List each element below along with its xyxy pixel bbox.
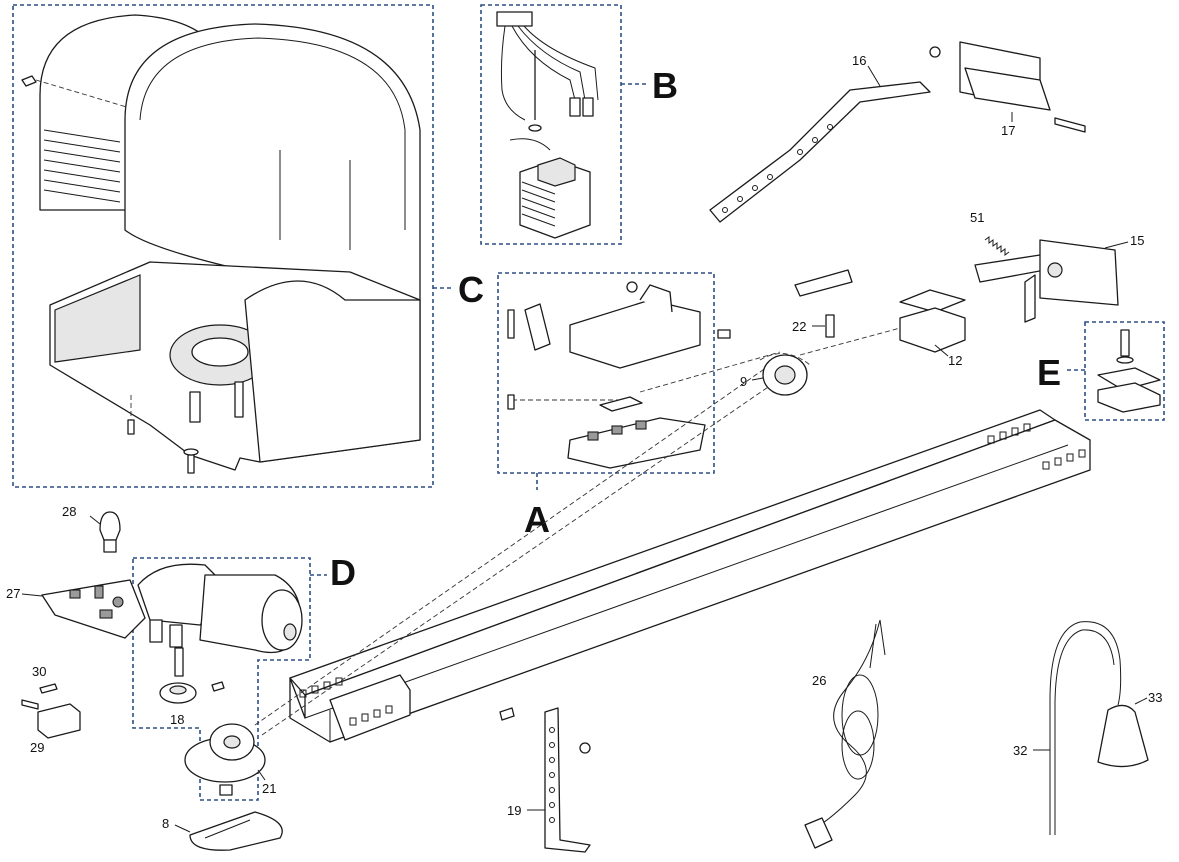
group-e-label: E xyxy=(1037,352,1061,393)
label-51: 51 xyxy=(970,210,984,225)
rail xyxy=(254,319,1091,743)
carriage-upper xyxy=(569,299,701,369)
idler-bracket-12: 12 xyxy=(794,269,966,368)
label-8: 8 xyxy=(162,816,169,831)
group-e-box xyxy=(1084,321,1165,421)
label-32: 32 xyxy=(1013,743,1027,758)
group-a-carriage: A xyxy=(497,272,731,540)
release-latch xyxy=(524,303,551,351)
label-26: 26 xyxy=(812,673,826,688)
control-board-27: 27 xyxy=(6,579,146,639)
group-d-box xyxy=(132,557,311,801)
terminal-block-29: 29 xyxy=(21,699,81,755)
group-d-motor: D xyxy=(132,552,356,801)
label-16: 16 xyxy=(852,53,866,68)
clamp-plate xyxy=(1097,367,1161,391)
hanging-bracket-19: 19 xyxy=(499,707,591,853)
release-cord-32: 32 xyxy=(1013,621,1122,835)
main-dome-cover xyxy=(124,23,421,301)
spring-51: 51 xyxy=(970,210,1010,256)
label-9: 9 xyxy=(740,374,747,389)
wire-connector xyxy=(496,11,533,27)
label-29: 29 xyxy=(30,740,44,755)
group-c-cover-chassis: C xyxy=(12,4,484,488)
label-30: 30 xyxy=(32,664,46,679)
rail-body xyxy=(289,419,1091,743)
group-b-label: B xyxy=(652,65,678,106)
carriage-lower xyxy=(567,417,706,469)
label-17: 17 xyxy=(1001,123,1015,138)
rail-slots xyxy=(299,423,1086,726)
grille-slats xyxy=(43,129,121,203)
chassis-post xyxy=(189,391,201,423)
header-bracket-15: 15 xyxy=(974,233,1144,323)
cover-screw xyxy=(21,75,37,87)
group-b-box xyxy=(480,4,622,245)
label-21: 21 xyxy=(262,781,276,796)
chassis-side-box xyxy=(54,274,141,363)
drive-sprocket-21: 21 xyxy=(184,723,276,796)
group-a-box xyxy=(497,272,715,474)
bulb-28: 28 xyxy=(62,504,121,553)
latch-spring xyxy=(507,309,515,339)
group-c-box xyxy=(12,4,434,488)
label-19: 19 xyxy=(507,803,521,818)
coupler-18: 18 xyxy=(170,712,184,727)
label-12: 12 xyxy=(948,353,962,368)
door-bracket-17: 17 xyxy=(929,41,1086,138)
door-arm-16: 16 xyxy=(709,53,931,223)
bolt xyxy=(794,269,853,297)
group-e-clamp: E xyxy=(1037,321,1165,421)
front-dome-cover xyxy=(244,280,421,463)
fuse-30: 30 xyxy=(32,664,58,694)
group-a-label: A xyxy=(524,499,550,540)
label-28: 28 xyxy=(62,504,76,519)
label-27: 27 xyxy=(6,586,20,601)
release-handle-33: 33 xyxy=(1097,690,1162,768)
group-c-label: C xyxy=(458,269,484,310)
group-d-label: D xyxy=(330,552,356,593)
clamp-bolt xyxy=(1120,329,1130,357)
power-cord-26: 26 xyxy=(804,619,886,849)
label-22: 22 xyxy=(792,319,806,334)
idler-sprocket-9: 9 xyxy=(740,353,811,396)
plug xyxy=(804,817,833,849)
motor-shaft xyxy=(174,647,184,677)
pin-22: 22 xyxy=(792,314,835,338)
label-33: 33 xyxy=(1148,690,1162,705)
label-15: 15 xyxy=(1130,233,1144,248)
group-b-transformer: B xyxy=(480,4,678,245)
light-lens-8: 8 xyxy=(162,811,283,851)
label-18: 18 xyxy=(170,712,184,727)
